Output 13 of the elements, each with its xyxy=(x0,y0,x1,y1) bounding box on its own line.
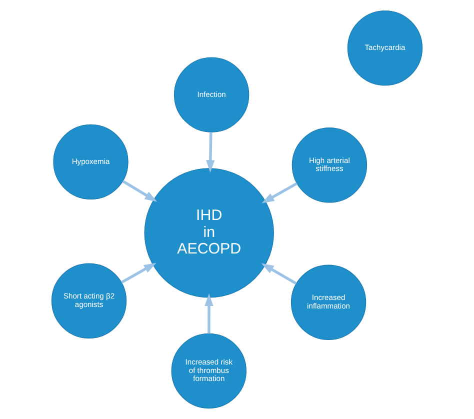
node-circle: High arterial stiffness xyxy=(292,128,368,203)
arrow xyxy=(261,263,297,285)
arrow xyxy=(120,262,156,284)
node-circle: Increased inflammation xyxy=(290,264,366,340)
node-circle: Short acting β2 agonists xyxy=(51,263,127,338)
node-circle: Hypoxemia xyxy=(53,124,128,200)
arrow xyxy=(122,180,158,202)
arrow xyxy=(262,182,298,204)
node-circle: Increased risk of thrombus formation xyxy=(171,333,246,409)
arrow xyxy=(206,132,215,173)
node-circle: Infection xyxy=(174,57,250,132)
node-circle: Tachycardia xyxy=(347,10,423,86)
arrow xyxy=(204,294,214,334)
